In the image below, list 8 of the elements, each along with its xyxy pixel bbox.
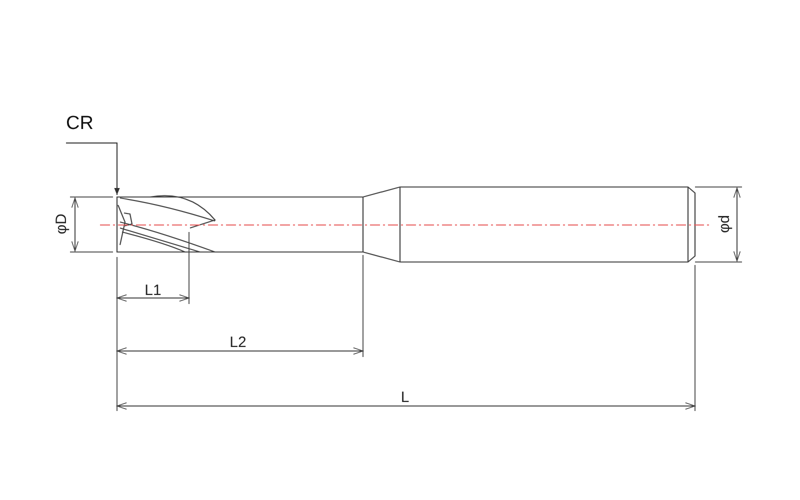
dimension-label: φD <box>54 214 70 234</box>
dimension-label: L1 <box>144 283 162 299</box>
callout-label: CR <box>66 113 94 143</box>
dimension-label: L <box>400 390 410 406</box>
dimension-label: φd <box>717 214 733 234</box>
end-mill-drawing <box>116 186 696 263</box>
dimension-label: L2 <box>230 335 246 351</box>
leader-line <box>66 142 120 196</box>
